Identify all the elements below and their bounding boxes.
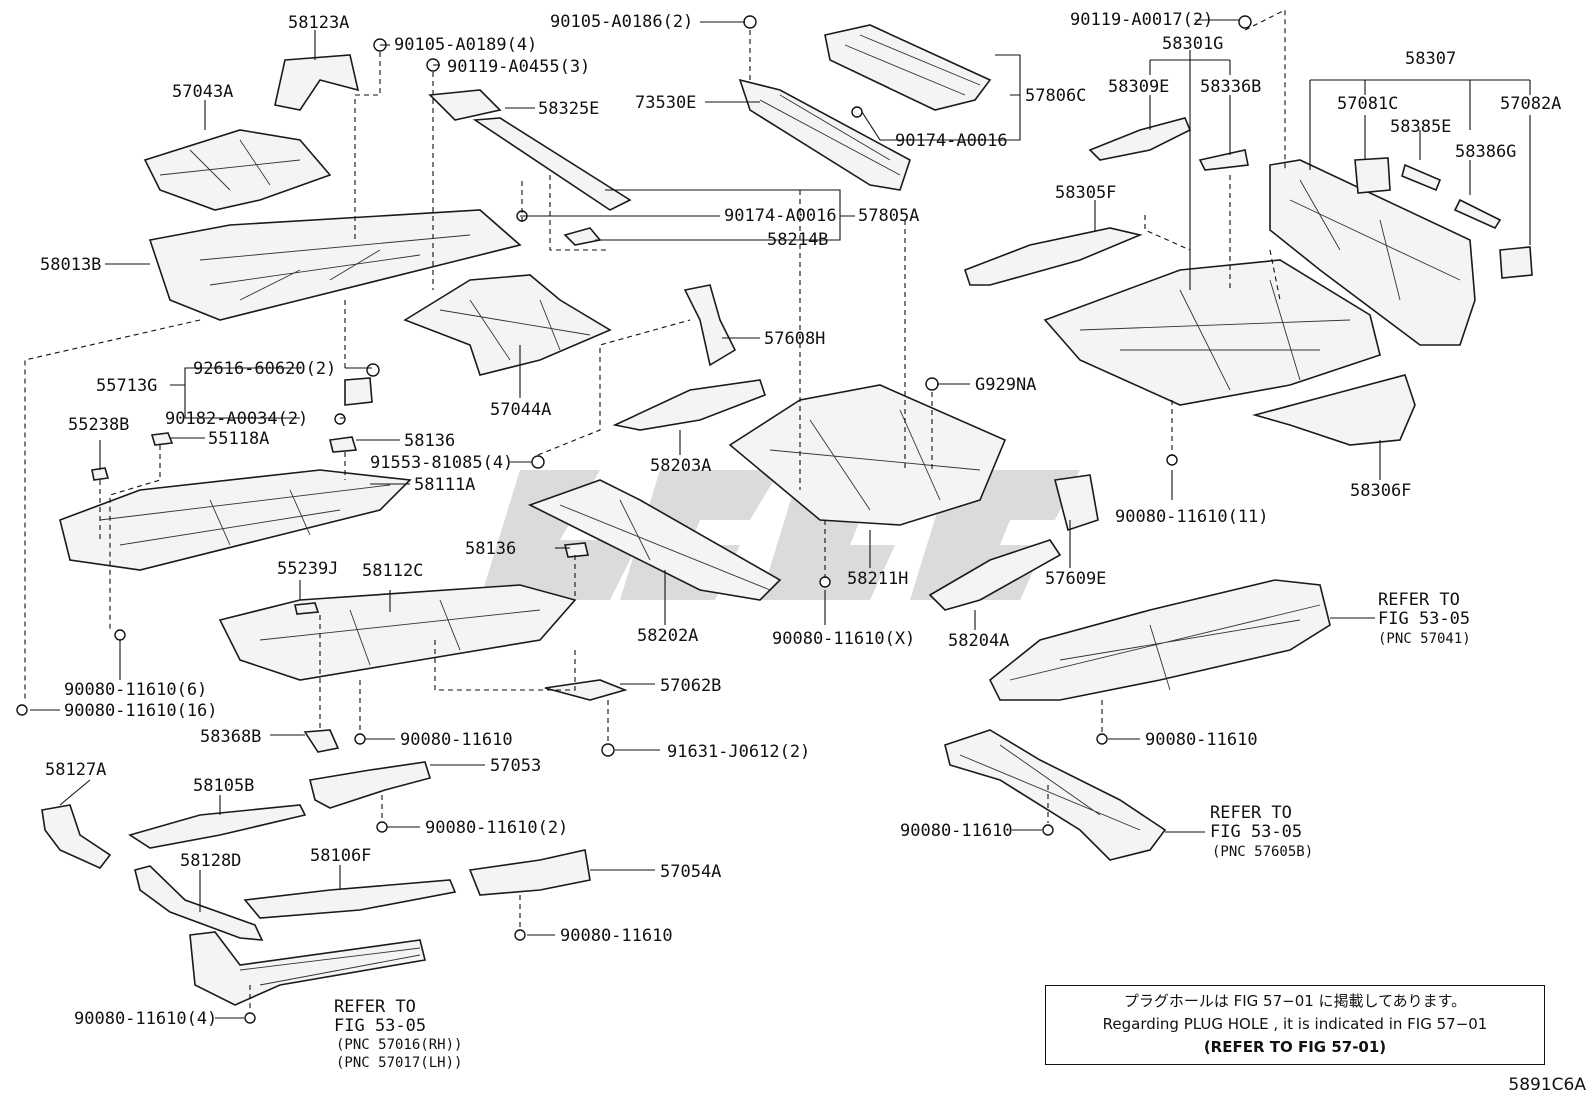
label-57044A: 57044A <box>490 400 551 420</box>
label-91553-81085: 91553-81085(4) <box>370 453 513 473</box>
label-55713G: 55713G <box>96 376 157 396</box>
label-55118A: 55118A <box>208 429 269 449</box>
label-G929NA: G929NA <box>975 375 1036 395</box>
label-58368B: 58368B <box>200 727 261 747</box>
label-90080-11610-b: 90080-11610 <box>560 926 673 946</box>
part-labels: 58123A 90105-A0189(4) 90119-A0455(3) 901… <box>40 10 1561 1029</box>
label-90080-11610-d: 90080-11610 <box>900 821 1013 841</box>
refer-block-57605B: REFER TO FIG 53-05 (PNC 57605B) <box>1210 803 1313 860</box>
label-57806C: 57806C <box>1025 86 1086 106</box>
label-90080-11610-6: 90080-11610(6) <box>64 680 207 700</box>
label-58111A: 58111A <box>414 475 475 495</box>
svg-text:REFER TO: REFER TO <box>1378 590 1460 610</box>
svg-text:REFER TO: REFER TO <box>1210 803 1292 823</box>
svg-text:(PNC 57605B): (PNC 57605B) <box>1212 844 1313 860</box>
label-90105-A0189: 90105-A0189(4) <box>394 35 537 55</box>
label-90080-11610-a: 90080-11610 <box>400 730 513 750</box>
label-90080-11610-4: 90080-11610(4) <box>74 1009 217 1029</box>
label-57805A: 57805A <box>858 206 919 226</box>
label-58336B: 58336B <box>1200 77 1261 97</box>
svg-text:FIG 53-05: FIG 53-05 <box>1378 609 1470 629</box>
fasteners <box>16 15 1252 1024</box>
label-58136b: 58136 <box>465 539 516 559</box>
label-90080-11610-X: 90080-11610(X) <box>772 629 915 649</box>
label-58385E: 58385E <box>1390 117 1451 137</box>
refer-block-57016: REFER TO FIG 53-05 (PNC 57016(RH)) (PNC … <box>334 997 462 1071</box>
label-57043A: 57043A <box>172 82 233 102</box>
label-58203A: 58203A <box>650 456 711 476</box>
label-58112C: 58112C <box>362 561 423 581</box>
label-58123A: 58123A <box>288 13 349 33</box>
leader-lines <box>30 19 1531 1019</box>
label-57608H: 57608H <box>764 329 825 349</box>
label-57082A: 57082A <box>1500 94 1561 114</box>
label-58204A: 58204A <box>948 631 1009 651</box>
label-58325E: 58325E <box>538 99 599 119</box>
label-58214B: 58214B <box>767 230 828 250</box>
label-90080-11610-2: 90080-11610(2) <box>425 818 568 838</box>
label-55238B: 55238B <box>68 415 129 435</box>
refer-block-57041: REFER TO FIG 53-05 (PNC 57041) <box>1378 590 1471 647</box>
label-57053: 57053 <box>490 756 541 776</box>
label-58306F: 58306F <box>1350 481 1411 501</box>
label-91631-J0612: 91631-J0612(2) <box>667 742 810 762</box>
label-58106F: 58106F <box>310 846 371 866</box>
label-58105B: 58105B <box>193 776 254 796</box>
svg-text:FIG 53-05: FIG 53-05 <box>1210 822 1302 842</box>
plug-hole-note: プラグホールは FIG 57−01 に掲載してあります。 Regarding P… <box>1045 985 1545 1065</box>
dashed-lines <box>24 9 1286 1011</box>
svg-text:(PNC 57041): (PNC 57041) <box>1378 631 1471 647</box>
svg-text:(PNC 57016(RH)): (PNC 57016(RH)) <box>336 1037 462 1053</box>
label-90080-11610-16: 90080-11610(16) <box>64 701 218 721</box>
label-90080-11610-11: 90080-11610(11) <box>1115 507 1269 527</box>
note-reference: (REFER TO FIG 57-01) <box>1203 1038 1387 1056</box>
note-japanese: プラグホールは FIG 57−01 に掲載してあります。 <box>1123 992 1467 1010</box>
part-shapes <box>41 24 1533 1006</box>
label-73530E: 73530E <box>635 93 696 113</box>
label-57081C: 57081C <box>1337 94 1398 114</box>
label-58309E: 58309E <box>1108 77 1169 97</box>
label-58386G: 58386G <box>1455 142 1516 162</box>
label-58305F: 58305F <box>1055 183 1116 203</box>
label-58211H: 58211H <box>847 569 908 589</box>
label-57609E: 57609E <box>1045 569 1106 589</box>
label-92616-60620: 92616-60620(2) <box>193 359 336 379</box>
label-90080-11610-c: 90080-11610 <box>1145 730 1258 750</box>
label-58128D: 58128D <box>180 851 241 871</box>
note-english: Regarding PLUG HOLE , it is indicated in… <box>1102 1015 1488 1033</box>
label-57054A: 57054A <box>660 862 721 882</box>
label-90174-A0016b: 90174-A0016 <box>724 206 837 226</box>
svg-text:FIG 53-05: FIG 53-05 <box>334 1016 426 1036</box>
label-55239J: 55239J <box>277 559 338 579</box>
label-90174-A0016a: 90174-A0016 <box>895 131 1008 151</box>
svg-text:REFER TO: REFER TO <box>334 997 416 1017</box>
label-90119-A0017: 90119-A0017(2) <box>1070 10 1213 30</box>
label-90119-A0455: 90119-A0455(3) <box>447 57 590 77</box>
label-58202A: 58202A <box>637 626 698 646</box>
label-90182-A0034: 90182-A0034(2) <box>165 409 308 429</box>
svg-text:(PNC 57017(LH)): (PNC 57017(LH)) <box>336 1055 462 1071</box>
label-57062B: 57062B <box>660 676 721 696</box>
label-58013B: 58013B <box>40 255 101 275</box>
label-90105-A0186: 90105-A0186(2) <box>550 12 693 32</box>
label-58301G: 58301G <box>1162 34 1223 54</box>
label-58136a: 58136 <box>404 431 455 451</box>
label-58307: 58307 <box>1405 49 1456 69</box>
figure-code: 5891C6A <box>1508 1075 1586 1095</box>
label-58127A: 58127A <box>45 760 106 780</box>
